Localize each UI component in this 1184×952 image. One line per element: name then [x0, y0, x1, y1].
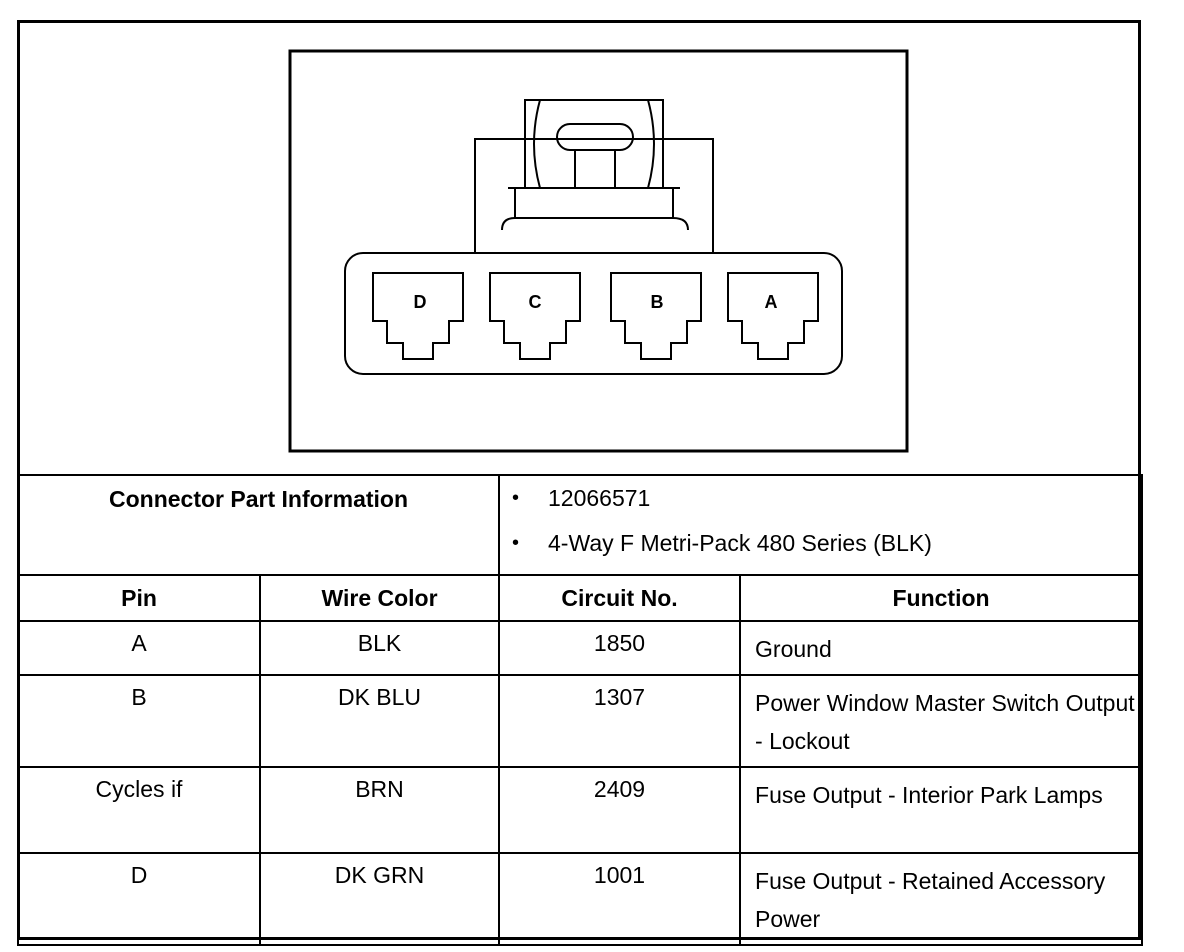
pin-cell: B — [17, 674, 261, 768]
function-cell: Fuse Output - Interior Park Lamps — [739, 766, 1144, 854]
pin-label-c: C — [529, 292, 542, 312]
connector-body — [344, 252, 843, 375]
wire-color-cell: DK BLU — [258, 674, 501, 768]
header-pin: Pin — [17, 574, 261, 622]
table-row: B DK BLU 1307 Power Window Master Switch… — [17, 674, 1144, 768]
header-circuit-no: Circuit No. — [498, 574, 742, 622]
table-row: Cycles if BRN 2409 Fuse Output - Interio… — [17, 766, 1144, 854]
wire-color-cell: BRN — [258, 766, 501, 854]
part-number: 12066571 — [512, 484, 1141, 529]
connector-info-table: Connector Part Information 12066571 4-Wa… — [16, 474, 1144, 946]
part-info-title: Connector Part Information — [16, 474, 501, 576]
wire-color-cell: DK GRN — [258, 852, 501, 946]
part-description: 4-Way F Metri-Pack 480 Series (BLK) — [512, 529, 1141, 574]
circuit-cell: 1001 — [498, 852, 742, 946]
circuit-cell: 1850 — [498, 620, 742, 676]
pin-label-d: D — [414, 292, 427, 312]
pin-label-a: A — [765, 292, 778, 312]
header-function: Function — [739, 574, 1144, 622]
part-info-list: 12066571 4-Way F Metri-Pack 480 Series (… — [498, 474, 1144, 576]
cavity-d — [372, 272, 464, 360]
circuit-cell: 1307 — [498, 674, 742, 768]
function-cell: Ground — [739, 620, 1144, 676]
connector-diagram: D C B A — [288, 49, 909, 453]
header-wire-color: Wire Color — [258, 574, 501, 622]
cavity-a — [727, 272, 819, 360]
table-row: D DK GRN 1001 Fuse Output - Retained Acc… — [17, 852, 1144, 946]
circuit-cell: 2409 — [498, 766, 742, 854]
pin-cell: A — [17, 620, 261, 676]
wire-color-cell: BLK — [258, 620, 501, 676]
connector-lock-tab — [474, 99, 714, 254]
pin-cell: D — [17, 852, 261, 946]
cavity-b — [610, 272, 702, 360]
pin-cell: Cycles if — [17, 766, 261, 854]
cavity-c — [489, 272, 581, 360]
diagram-box — [288, 49, 909, 453]
function-cell: Power Window Master Switch Output - Lock… — [739, 674, 1144, 768]
pin-label-b: B — [651, 292, 664, 312]
table-row: A BLK 1850 Ground — [17, 620, 1144, 676]
function-cell: Fuse Output - Retained Accessory Power — [739, 852, 1144, 946]
